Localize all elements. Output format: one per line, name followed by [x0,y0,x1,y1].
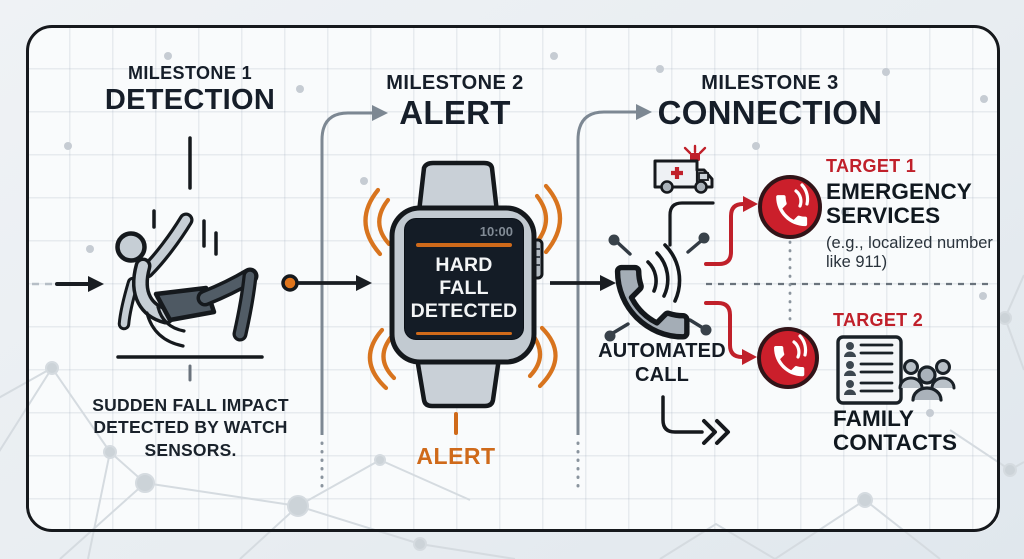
alert-label: ALERT [416,443,496,469]
target-1-subtitle: (e.g., localized number like 911) [826,233,993,272]
milestone-1-kicker: MILESTONE 1 [127,63,253,83]
milestone-3-header: MILESTONE 3 CONNECTION [645,72,895,131]
watch-time: 10:00 [479,224,513,239]
automated-call-label: AUTOMATED CALL [598,340,726,386]
call-forward-connector [661,395,730,445]
watch-screen: 10:00 HARD FALL DETECTED [404,218,524,340]
target-1-kicker: TARGET 1 [826,156,917,176]
milestone-2-title: ALERT [399,94,511,131]
watch-screen-rule-bottom [416,331,512,335]
grid-dots [64,52,988,417]
divider-milestone2-3 [576,104,652,494]
target-1-title: EMERGENCY SERVICES [826,179,972,229]
milestone-3-title: CONNECTION [657,94,883,131]
detection-to-alert-arrow [281,274,372,292]
divider-milestone1-2 [320,105,388,494]
phone-handset-icon [604,232,712,342]
milestone-2-kicker: MILESTONE 2 [386,72,524,94]
target-2-title: FAMILY CONTACTS [833,406,958,456]
target-1-block: TARGET 1 EMERGENCY SERVICES (e.g., local… [826,156,1018,273]
entry-arrow [32,276,104,292]
family-phone-badge-icon [757,327,819,389]
milestone-1-title: DETECTION [104,84,276,116]
red-arrow-target2 [704,301,757,365]
family-contacts-icon [836,335,956,405]
ambulance-icon [653,144,714,194]
fast-forward-icon [702,419,730,445]
milestone-2-header: MILESTONE 2 ALERT [345,72,565,131]
alert-to-connection-arrow [550,275,616,291]
ground-line [116,355,264,382]
red-arrow-target1 [704,196,758,266]
watch-alert-message: HARD FALL DETECTED [410,253,518,322]
watch-screen-rule-top [416,243,512,247]
target-2-kicker: TARGET 2 [833,310,924,330]
emergency-phone-badge-icon [758,175,822,239]
falling-person-icon [115,209,259,348]
milestone-1-header: MILESTONE 1 DETECTION [80,63,300,115]
ambulance-connector [668,201,715,247]
milestone-3-kicker: MILESTONE 3 [701,72,839,94]
detection-caption: SUDDEN FALL IMPACT DETECTED BY WATCH SEN… [92,395,289,460]
